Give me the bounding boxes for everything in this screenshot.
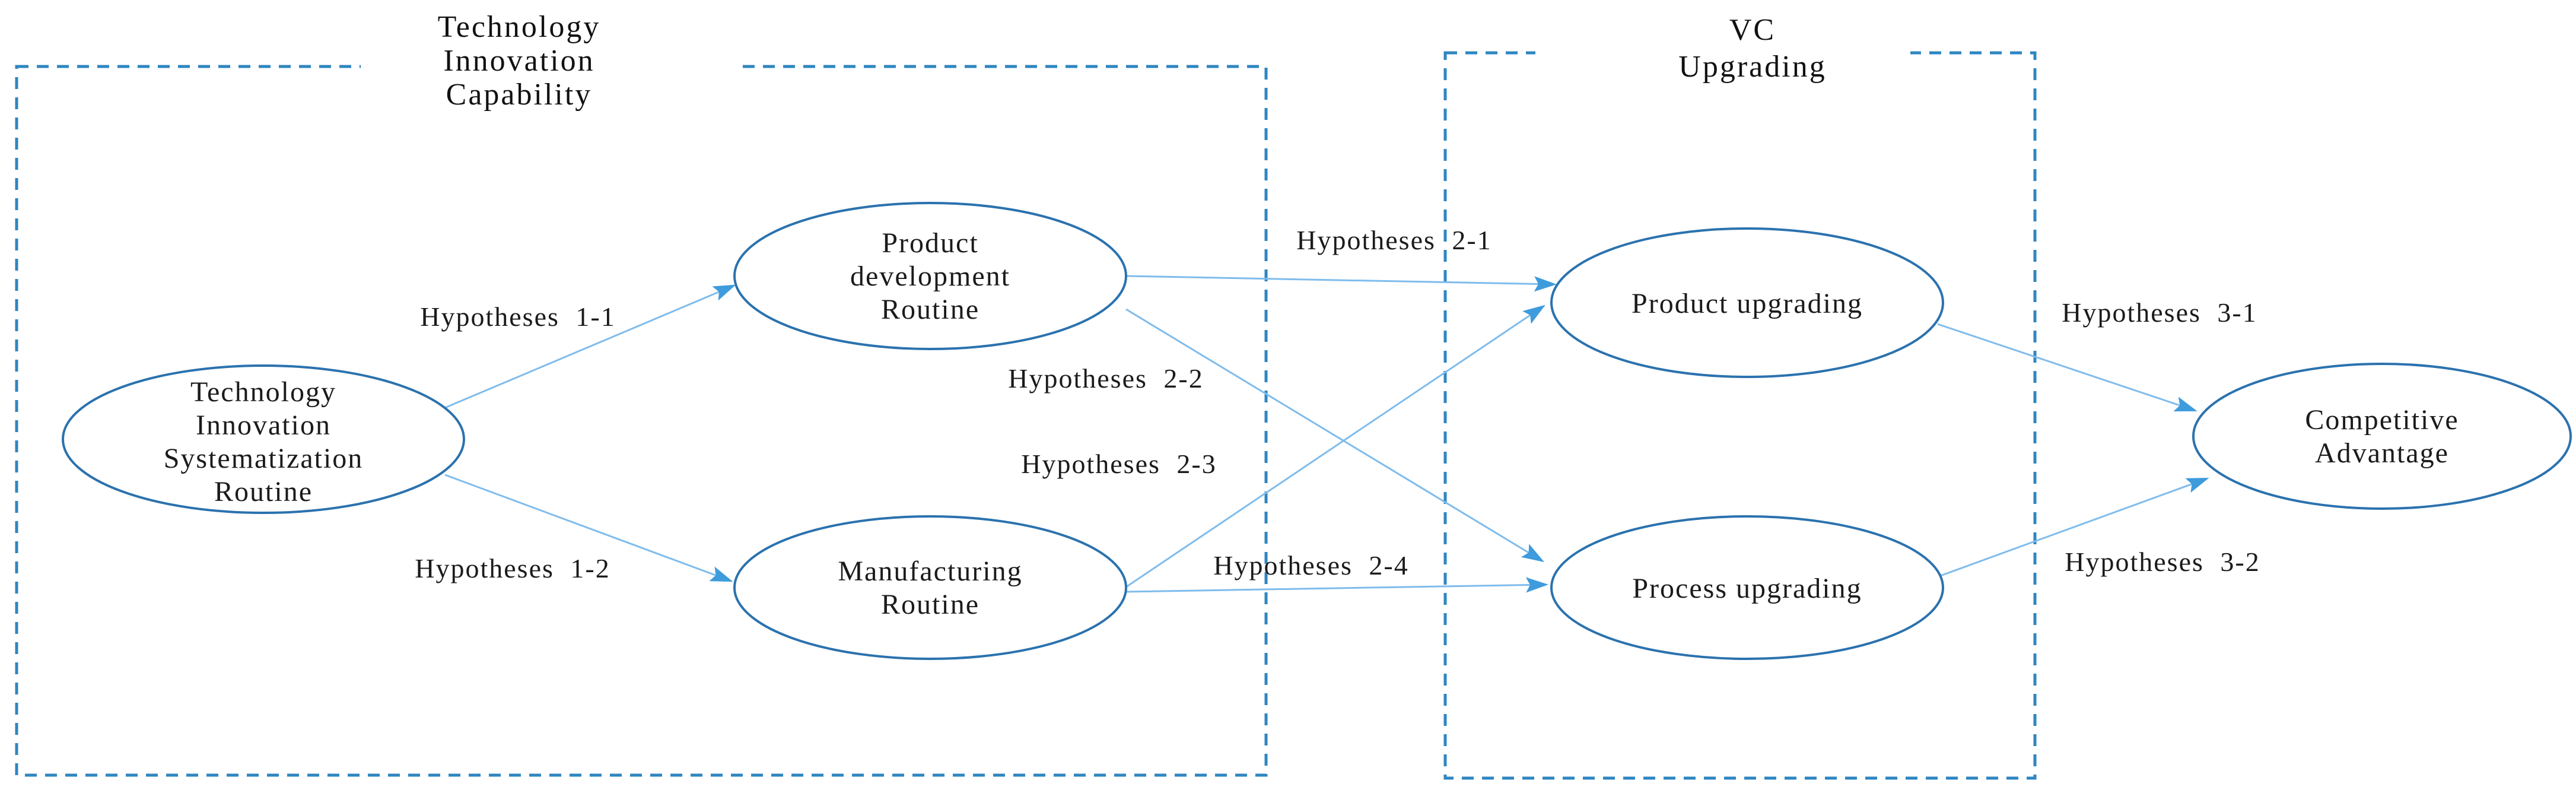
arrow-hypotheses-2-4 xyxy=(1125,577,1548,593)
node-label-line: Technology xyxy=(190,376,336,408)
edge-label-hypotheses-2-4: Hypotheses 2-4 xyxy=(1213,550,1408,580)
group-title-line: VC xyxy=(1729,13,1776,47)
group-title-line: Upgrading xyxy=(1678,50,1826,84)
node-product-development-routine xyxy=(733,202,1127,350)
group-title-technology-innovation-capability: Technology Innovation Capability xyxy=(438,10,601,112)
node-label-line: Competitive xyxy=(2305,404,2459,436)
arrow-hypotheses-2-1 xyxy=(1125,275,1557,292)
node-label-product-upgrading: Product upgrading xyxy=(1632,288,1863,319)
group-box-vc-upgrading xyxy=(1443,51,2037,780)
node-label-line: Advantage xyxy=(2315,437,2449,469)
group-title-line: Technology xyxy=(438,10,601,44)
edge-label-hypotheses-1-2: Hypotheses 1-2 xyxy=(415,553,610,583)
node-label-line: Innovation xyxy=(196,410,331,441)
title-background xyxy=(361,50,738,83)
title-background xyxy=(1535,36,1910,69)
edge-label-hypotheses-3-1: Hypotheses 3-1 xyxy=(2062,297,2257,328)
group-box-technology-innovation-capability xyxy=(15,65,1268,777)
arrow-hypotheses-2-3 xyxy=(1125,304,1545,588)
node-label-technology-innovation-systematization-routine: Technology Innovation Systematization Ro… xyxy=(164,376,364,507)
node-labels: Technology Innovation Systematization Ro… xyxy=(164,227,2459,620)
arrow-hypotheses-1-1 xyxy=(444,284,736,409)
arrow-hypotheses-2-2 xyxy=(1125,308,1545,563)
group-title-line: Innovation xyxy=(443,44,594,78)
arrow-hypotheses-3-1 xyxy=(1937,323,2197,412)
group-title-line: Capability xyxy=(446,78,593,112)
node-product-upgrading xyxy=(1550,227,1944,378)
nodes xyxy=(62,202,2572,660)
node-label-product-development-routine: Product development Routine xyxy=(850,227,1010,325)
edge-label-hypotheses-3-2: Hypotheses 3-2 xyxy=(2065,547,2260,577)
node-label-manufacturing-routine: Manufacturing Routine xyxy=(838,556,1022,620)
arrow-hypotheses-3-2 xyxy=(1938,477,2209,578)
node-technology-innovation-systematization-routine xyxy=(62,364,465,514)
group-title-vc-upgrading: VC Upgrading xyxy=(1678,13,1826,84)
node-label-line: development xyxy=(850,261,1010,292)
node-label-line: Routine xyxy=(881,589,979,620)
edge-labels: Hypotheses 1-1 Hypotheses 1-2 Hypotheses… xyxy=(415,225,2260,583)
node-label-line: Product xyxy=(882,227,978,259)
node-label-competitive-advantage: Competitive Advantage xyxy=(2305,404,2459,469)
node-manufacturing-routine xyxy=(733,515,1127,660)
node-label-process-upgrading: Process upgrading xyxy=(1632,573,1862,604)
node-label-line: Systematization xyxy=(164,443,364,474)
edges xyxy=(444,275,2209,593)
node-label-line: Routine xyxy=(881,294,979,325)
node-label-line: Manufacturing xyxy=(838,556,1022,587)
node-label-line: Routine xyxy=(214,476,313,507)
node-process-upgrading xyxy=(1550,515,1944,660)
edge-label-hypotheses-2-2: Hypotheses 2-2 xyxy=(1008,363,1203,394)
edge-label-hypotheses-1-1: Hypotheses 1-1 xyxy=(420,302,615,332)
edge-label-hypotheses-2-3: Hypotheses 2-3 xyxy=(1021,449,1216,479)
edge-label-hypotheses-2-1: Hypotheses 2-1 xyxy=(1296,225,1491,255)
arrow-hypotheses-1-2 xyxy=(444,474,733,582)
node-competitive-advantage xyxy=(2192,363,2572,510)
